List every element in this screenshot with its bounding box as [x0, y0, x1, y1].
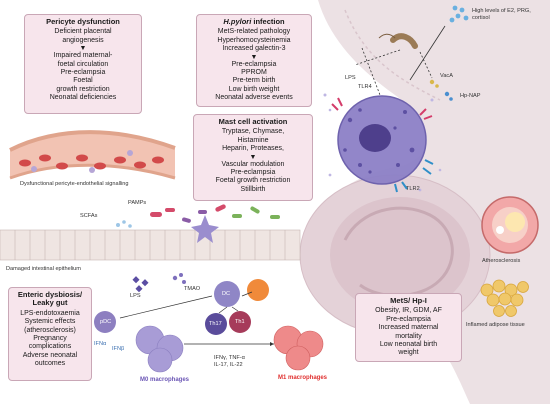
- list-item: angiogenesis: [62, 36, 104, 44]
- hpylori-title: H.pylori infection: [200, 17, 308, 26]
- atherosclerosis-label: Atherosclerosis: [482, 258, 521, 264]
- th17-cell: [205, 313, 227, 335]
- list-item: Neonatal adverse events: [215, 94, 293, 102]
- list-item: Hyperhomocysteinemia: [217, 36, 291, 44]
- ifna-label: IFNα: [94, 341, 107, 347]
- list-item: Foetal: [73, 77, 93, 85]
- list-item: PPROM: [241, 69, 267, 77]
- down-arrow-icon: ▼: [249, 153, 257, 161]
- pericyte-dysfunction-box: Pericyte dysfunction Deficient placental…: [24, 14, 142, 114]
- dc-cell: [214, 281, 240, 307]
- list-item: Histamine: [237, 136, 269, 144]
- list-item: Low birth weight: [228, 85, 280, 93]
- cytokines-line1: IFNγ, TNF-α: [214, 355, 245, 361]
- list-item: Pre-eclampsia: [60, 69, 106, 77]
- tlr4-label: TLR4: [358, 84, 372, 90]
- list-item: Neonatal deficiencies: [49, 94, 117, 102]
- m0-cells: [135, 325, 184, 373]
- pericyte-caption: Dysfunctional pericyte-endothelial signa…: [20, 181, 129, 187]
- list-item: Stillbirth: [240, 185, 266, 193]
- list-item: MetS-related pathology: [217, 28, 291, 36]
- hpylori-infection-box: H.pylori infection MetS-related patholog…: [196, 14, 312, 107]
- epithelium-label: Damaged intestinal epithelium: [6, 266, 81, 272]
- m1-label: M1 macrophages: [278, 375, 328, 381]
- pdc-cell: [94, 311, 116, 333]
- m1-cells: [273, 325, 324, 371]
- pdc-label: pDC: [100, 319, 112, 325]
- list-item: LPS-endotoxaemia: [20, 309, 80, 317]
- list-item: Pre-eclampsia: [230, 169, 276, 177]
- m0-label: M0 macrophages: [140, 377, 190, 383]
- vaca-label: VacA: [440, 73, 453, 79]
- mast-cell-activation-box: Mast cell activation Tryptase, Chymase,H…: [193, 114, 313, 201]
- cytokines-line2: IL-17, IL-22: [214, 362, 243, 368]
- hpylori-title-rest: infection: [251, 17, 285, 26]
- list-item: weight: [398, 349, 419, 357]
- list-item: Impaired maternal-: [53, 52, 113, 60]
- hpnap-label: Hp-NAP: [460, 93, 481, 99]
- list-item: Adverse neonatal: [22, 351, 78, 359]
- list-item: Deficient placental: [54, 28, 112, 36]
- list-item: Tryptase, Chymase,: [221, 128, 285, 136]
- list-item: Pre-term birth: [232, 77, 276, 85]
- list-item: Systemic effects: [24, 318, 76, 326]
- pamps-label: PAMPs: [128, 200, 147, 206]
- enteric-title: Enteric dysbiosis/ Leaky gut: [17, 290, 83, 308]
- dendritic-cell-surface: [191, 215, 219, 243]
- adipose-cells: [480, 279, 529, 317]
- ifnb-label: IFNβ: [112, 346, 125, 352]
- scfas-label: SCFAs: [80, 213, 98, 219]
- list-item: Foetal growth restriction: [215, 177, 291, 185]
- list-item: (atherosclerosis): [24, 326, 76, 334]
- list-item: growth restriction: [56, 85, 110, 93]
- list-item: Pregnancy: [33, 335, 67, 343]
- lps-top-label: LPS: [345, 75, 356, 81]
- list-item: Vascular modulation: [221, 160, 285, 168]
- dc-label: DC: [222, 291, 231, 297]
- hormones-label: High levels of E2, PRG, cortisol: [472, 8, 531, 21]
- adipose-label: Inflamed adipose tissue: [466, 322, 525, 328]
- tmao-label: TMAO: [184, 286, 201, 292]
- list-item: mortality: [395, 332, 422, 340]
- orange-cell: [247, 279, 269, 301]
- list-item: Low neonatal birth: [379, 341, 438, 349]
- list-item: Increased maternal: [378, 324, 439, 332]
- th17-label: Th17: [209, 321, 222, 327]
- mets-title: MetS/ Hp-I: [390, 296, 427, 305]
- down-arrow-icon: ▼: [79, 45, 87, 53]
- th1-cell: [229, 311, 251, 333]
- list-item: complications: [28, 343, 72, 351]
- list-item: outcomes: [34, 360, 66, 368]
- th1-label: Th1: [235, 319, 245, 325]
- list-item: Pre-eclampsia: [231, 60, 277, 68]
- pericyte-title: Pericyte dysfunction: [46, 17, 120, 26]
- list-item: Pre-eclampsia: [386, 315, 431, 323]
- h-pylori-bacterium: [390, 33, 418, 49]
- list-item: foetal circulation: [57, 60, 109, 68]
- hpylori-title-italic: H.pylori: [223, 17, 252, 26]
- list-item: Obesity, IR, GDM, AF: [375, 307, 442, 315]
- list-item: Increased galectin-3: [222, 45, 286, 53]
- tlr2-label: TLR2: [406, 186, 420, 192]
- down-arrow-icon: ▼: [250, 53, 258, 61]
- mast-title: Mast cell activation: [218, 117, 288, 126]
- lps-gut-label: LPS: [130, 293, 141, 299]
- list-item: Heparin, Proteases,: [222, 145, 284, 153]
- mast-cell-nucleus: [359, 124, 391, 152]
- enteric-dysbiosis-box: Enteric dysbiosis/ Leaky gut LPS-endotox…: [8, 287, 92, 381]
